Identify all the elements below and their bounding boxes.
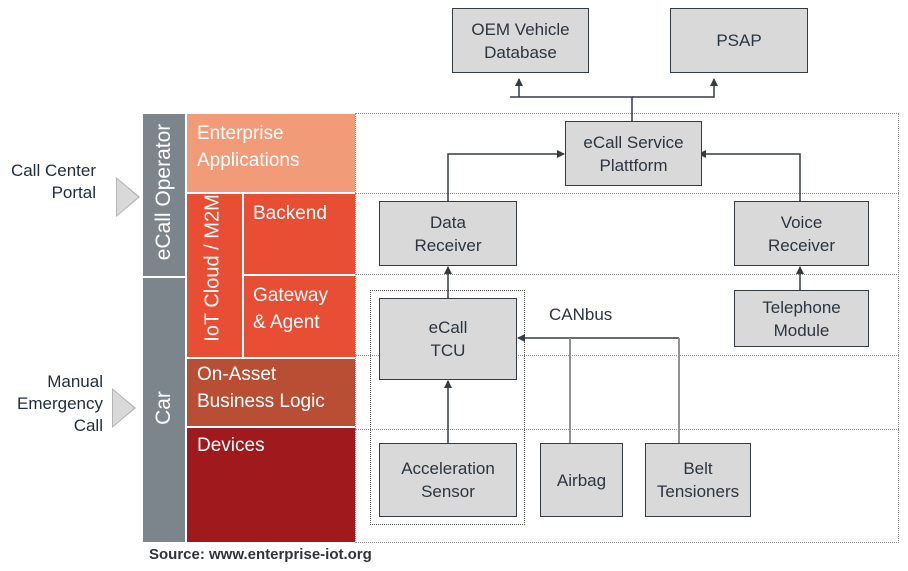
- layer-label: & Agent: [253, 312, 320, 333]
- node-label: eCall Service: [583, 132, 684, 152]
- node-label: Module: [773, 320, 830, 340]
- label-line: Call Center: [10, 161, 96, 180]
- canbus-label: CANbus: [549, 305, 613, 324]
- connector-voice-receiver-to-platform: [698, 150, 801, 201]
- label-line: Emergency: [17, 394, 103, 413]
- node-label: Plattform: [599, 155, 668, 175]
- node-label: Telephone: [762, 297, 841, 317]
- layer-iot-cloud-m2m: IoT Cloud / M2M: [187, 194, 242, 357]
- arrow-fill: [117, 179, 138, 215]
- arrow-fill: [113, 390, 134, 426]
- node-label: Voice: [780, 212, 823, 232]
- label-line: Manual: [47, 372, 103, 391]
- node-label: Receiver: [767, 235, 836, 255]
- connector-platform-to-oem: [510, 79, 633, 122]
- manual-emergency-call-label: Manual Emergency Call: [0, 371, 103, 437]
- connector-platform-to-psap: [632, 78, 718, 98]
- node-label: Airbag: [556, 470, 607, 490]
- node-airbag[interactable]: Airbag: [540, 443, 623, 517]
- domain-car: Car: [143, 278, 185, 542]
- node-label: OEM Vehicle: [471, 19, 570, 39]
- layer-label: Gateway: [253, 285, 328, 306]
- node-label: Acceleration: [401, 459, 495, 478]
- source-caption: Source: www.enterprise-iot.org: [149, 546, 372, 563]
- layer-on-asset-business-logic: On-Asset Business Logic: [187, 359, 355, 426]
- lane-divider: [355, 355, 899, 356]
- lane-divider: [355, 193, 899, 194]
- node-label: PSAP: [716, 31, 762, 50]
- connector-data-receiver-to-platform: [447, 150, 565, 201]
- layer-devices: Devices: [187, 428, 355, 542]
- lane-divider: [355, 274, 899, 275]
- node-label: TCU: [430, 341, 466, 360]
- domain-ecall-operator: eCall Operator: [143, 114, 185, 276]
- node-label: Belt: [683, 459, 713, 478]
- node-label: Database: [484, 42, 557, 62]
- label-line: Portal: [51, 183, 96, 202]
- lane-divider: [355, 429, 899, 430]
- node-label: Receiver: [414, 235, 482, 255]
- node-label: eCall: [428, 318, 468, 337]
- layer-label: Devices: [197, 435, 265, 456]
- layer-label: Business Logic: [197, 391, 325, 412]
- layer-enterprise-applications: Enterprise Applications: [187, 114, 355, 192]
- layer-label: Enterprise: [197, 123, 284, 144]
- layer-label: On-Asset: [197, 364, 277, 385]
- layer-backend: Backend: [244, 194, 355, 274]
- node-psap[interactable]: PSAP: [670, 8, 808, 73]
- node-label: Data: [430, 212, 466, 232]
- call-center-portal-label: Call Center Portal: [0, 160, 96, 204]
- lanes-frame: [355, 113, 899, 543]
- layer-gateway-agent: Gateway & Agent: [244, 276, 355, 357]
- node-label: Tensioners: [656, 482, 740, 501]
- layer-label: Applications: [197, 150, 300, 171]
- label-line: Call: [73, 416, 103, 435]
- layer-label: Backend: [253, 203, 327, 224]
- node-label: Sensor: [421, 482, 475, 501]
